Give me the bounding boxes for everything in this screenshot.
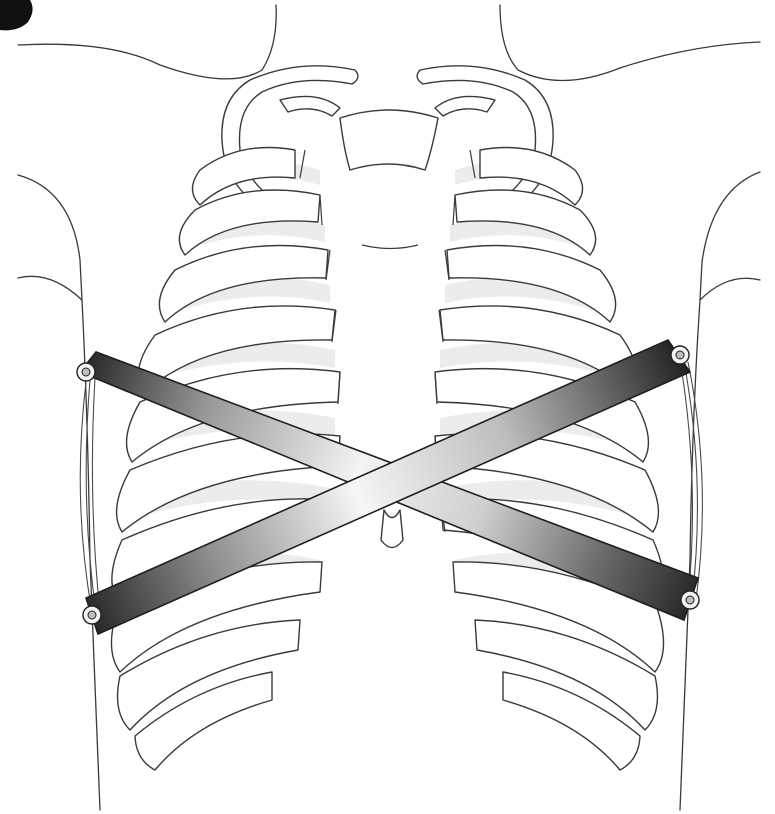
fastener-bottom-left: [83, 606, 101, 624]
fastener-bottom-right: [681, 591, 699, 609]
fastener-top-right: [671, 346, 689, 364]
panel-marker-fragment: [0, 0, 33, 30]
fastener-top-left: [77, 363, 95, 381]
